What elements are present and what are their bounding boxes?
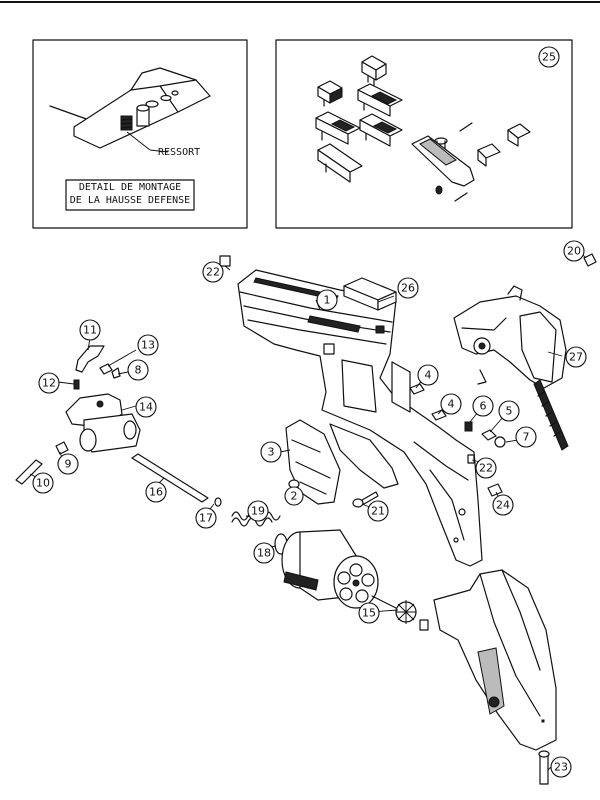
- callout-15: 15: [358, 602, 380, 624]
- svg-text:14: 14: [139, 401, 153, 414]
- callout-24: 24: [492, 494, 514, 516]
- callout-5: 5: [498, 400, 520, 422]
- part-spring-12: [73, 379, 80, 390]
- part-washer-17: [214, 497, 222, 507]
- callout-6: 6: [472, 395, 494, 417]
- part-latch-11: [75, 345, 105, 373]
- part-rear-sight: [343, 277, 397, 334]
- sight-piece-3: [357, 83, 403, 117]
- svg-text:4: 4: [448, 398, 455, 411]
- svg-text:5: 5: [506, 405, 513, 418]
- callout-3: 3: [260, 441, 282, 463]
- callout-4b: 4: [440, 393, 462, 415]
- callout-19: 19: [247, 500, 269, 522]
- part-screw-9: [55, 441, 69, 455]
- svg-text:19: 19: [251, 505, 265, 518]
- svg-text:15: 15: [362, 607, 376, 620]
- sight-piece-5: [359, 113, 403, 147]
- callout-17: 17: [195, 507, 217, 529]
- callout-2: 2: [284, 486, 304, 506]
- callout-10: 10: [32, 472, 54, 494]
- svg-text:11: 11: [83, 324, 97, 337]
- callout-20: 20: [563, 240, 585, 262]
- svg-text:17: 17: [199, 512, 213, 525]
- callout-18: 18: [253, 542, 275, 564]
- svg-text:23: 23: [554, 761, 568, 774]
- part-spring-6: [464, 421, 473, 432]
- svg-text:26: 26: [401, 282, 415, 295]
- callout-13: 13: [137, 334, 159, 356]
- callout-22-mid: 22: [475, 457, 497, 479]
- callout-8: 8: [127, 359, 149, 381]
- sight-piece-2: [317, 80, 343, 107]
- svg-text:10: 10: [36, 477, 50, 490]
- svg-text:1: 1: [324, 294, 331, 307]
- svg-text:24: 24: [496, 499, 510, 512]
- inset-mounting-detail: RESSORT DETAIL DE MONTAGE DE LA HAUSSE D…: [32, 39, 248, 229]
- callout-22-top: 22: [202, 261, 224, 283]
- part-ejector-15: [371, 595, 429, 631]
- inset-caption-line1: DETAIL DE MONTAGE: [79, 182, 181, 193]
- svg-text:2: 2: [291, 490, 298, 503]
- callout-23: 23: [550, 756, 572, 778]
- svg-text:20: 20: [567, 245, 581, 258]
- svg-text:25: 25: [542, 51, 556, 64]
- callout-27: 27: [565, 346, 587, 368]
- spring-icon: [120, 115, 133, 131]
- svg-text:8: 8: [135, 364, 142, 377]
- sight-piece-4: [315, 111, 361, 145]
- svg-text:12: 12: [42, 377, 56, 390]
- part-frame: [237, 269, 483, 567]
- callout-12: 12: [38, 372, 60, 394]
- callout-16: 16: [145, 481, 167, 503]
- inset-sight-variants: [275, 39, 573, 229]
- part-pin-22-top: [219, 255, 231, 267]
- callout-14: 14: [135, 396, 157, 418]
- part-cylinder: [281, 529, 379, 609]
- svg-text:4: 4: [425, 369, 432, 382]
- svg-text:13: 13: [141, 339, 155, 352]
- svg-text:7: 7: [523, 431, 530, 444]
- callout-9: 9: [57, 453, 79, 475]
- part-pin-13: [99, 363, 113, 375]
- part-rod-16: [131, 453, 209, 503]
- part-pin-10: [15, 459, 43, 485]
- part-grip: [433, 569, 557, 751]
- part-pin-24: [487, 483, 503, 497]
- svg-text:21: 21: [371, 505, 385, 518]
- part-washer-7: [494, 436, 506, 448]
- svg-text:16: 16: [149, 486, 163, 499]
- svg-text:9: 9: [65, 458, 72, 471]
- part-screw-23: [538, 750, 550, 785]
- callout-21: 21: [367, 500, 389, 522]
- svg-text:6: 6: [480, 400, 487, 413]
- svg-text:18: 18: [257, 547, 271, 560]
- sight-piece-1: [361, 55, 387, 86]
- callout-11: 11: [79, 319, 101, 341]
- part-crane-assembly: [65, 393, 141, 453]
- part-screw-4a: [409, 383, 425, 395]
- inset-caption-line2: DE LA HAUSSE DEFENSE: [70, 195, 190, 206]
- callout-26: 26: [397, 277, 419, 299]
- callout-25: 25: [538, 46, 560, 68]
- spring-label: RESSORT: [158, 147, 200, 158]
- svg-text:27: 27: [569, 351, 583, 364]
- svg-text:22: 22: [479, 462, 493, 475]
- callout-4a: 4: [417, 364, 439, 386]
- svg-text:22: 22: [206, 266, 220, 279]
- part-screw-4b: [431, 409, 447, 421]
- part-pin-5: [481, 429, 497, 441]
- part-pin-22-mid: [467, 454, 475, 464]
- part-screw-21: [352, 491, 379, 508]
- svg-text:3: 3: [268, 446, 275, 459]
- part-pin-20: [583, 253, 597, 267]
- sight-piece-6: [317, 143, 363, 183]
- part-pin-8: [111, 367, 121, 379]
- part-hammer-assembly: [453, 285, 569, 451]
- callout-7: 7: [515, 426, 537, 448]
- part-side-plate: [285, 419, 341, 505]
- callout-1: 1: [316, 289, 338, 311]
